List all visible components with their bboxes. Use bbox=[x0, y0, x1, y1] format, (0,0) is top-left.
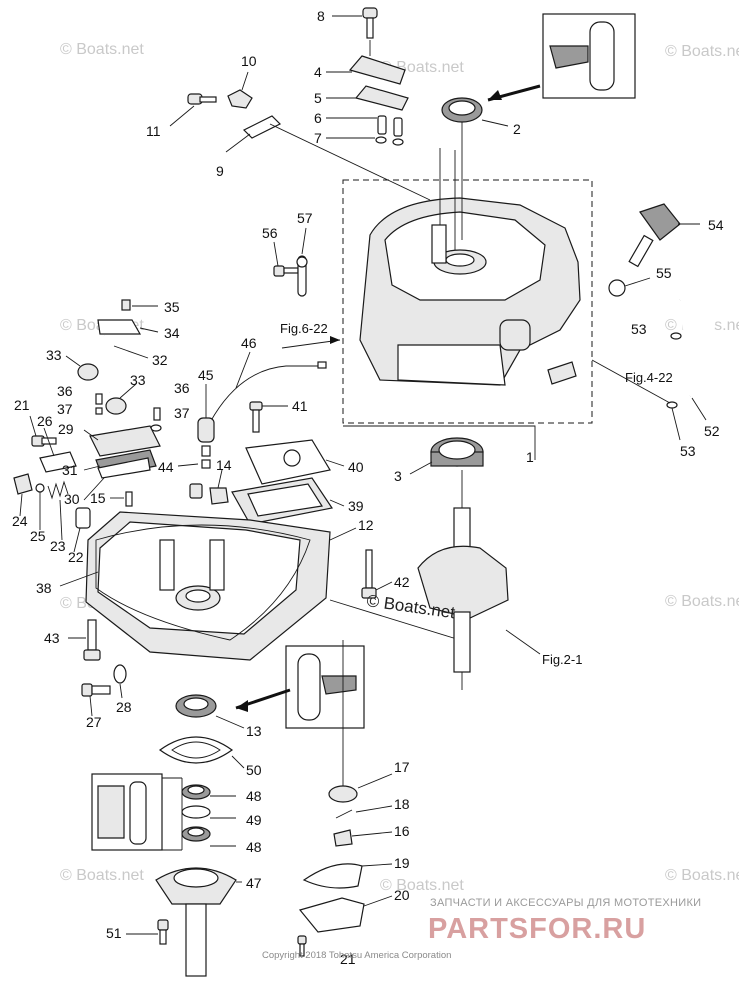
callout-44: 44 bbox=[158, 459, 174, 475]
watermark-text: © Boats.net bbox=[60, 41, 144, 58]
callout-48: 48 bbox=[246, 839, 262, 855]
callout-10: 10 bbox=[241, 53, 257, 69]
watermark-text: © Boats.net bbox=[380, 877, 464, 894]
breather-parts bbox=[65, 299, 162, 501]
crankcase-12 bbox=[59, 511, 461, 661]
callout-33: 33 bbox=[130, 372, 146, 388]
callout-39: 39 bbox=[348, 498, 364, 514]
watermark-text: © Boats.net bbox=[60, 867, 144, 884]
callout-26: 26 bbox=[37, 413, 53, 429]
lower-seal-stack bbox=[91, 736, 245, 977]
ref-fig-2-1: Fig.2-1 bbox=[542, 652, 582, 667]
callout-47: 47 bbox=[246, 875, 262, 891]
callout-numbers: 8 4 5 6 7 2 10 11 9 56 57 54 55 53 52 53… bbox=[12, 8, 724, 967]
callout-19: 19 bbox=[394, 855, 410, 871]
crankshaft bbox=[409, 437, 541, 690]
ref-fig-6-22: Fig.6-22 bbox=[280, 321, 328, 336]
callout-37: 37 bbox=[174, 405, 190, 421]
callout-13: 13 bbox=[246, 723, 262, 739]
watermark-text: © Boats.net bbox=[665, 593, 739, 610]
oil-seal-13 bbox=[175, 645, 365, 729]
callout-27: 27 bbox=[86, 714, 102, 730]
callout-52: 52 bbox=[704, 423, 720, 439]
callout-33: 33 bbox=[46, 347, 62, 363]
copyright-text: Copyright 2018 Tohatsu America Corporati… bbox=[262, 950, 451, 961]
callout-5: 5 bbox=[314, 90, 322, 106]
shop-tagline: ЗАПЧАСТИ И АКСЕССУАРЫ ДЛЯ МОТОТЕХНИКИ bbox=[430, 897, 701, 909]
callout-40: 40 bbox=[348, 459, 364, 475]
callout-53: 53 bbox=[631, 321, 647, 337]
callout-28: 28 bbox=[116, 699, 132, 715]
callout-56: 56 bbox=[262, 225, 278, 241]
callout-23: 23 bbox=[50, 538, 66, 554]
mount-bolts bbox=[68, 619, 127, 717]
ref-fig-4-22: Fig.4-22 bbox=[625, 370, 673, 385]
side-cover-plates bbox=[231, 401, 345, 525]
callout-48: 48 bbox=[246, 788, 262, 804]
shop-brand-logo: PARTSFOR.RU bbox=[428, 913, 646, 945]
callout-41: 41 bbox=[292, 398, 308, 414]
callout-32: 32 bbox=[152, 352, 168, 368]
callout-55: 55 bbox=[656, 265, 672, 281]
callout-36: 36 bbox=[57, 383, 73, 399]
fig-6-22-ref bbox=[205, 336, 341, 431]
callout-17: 17 bbox=[394, 759, 410, 775]
switch-parts bbox=[177, 384, 229, 505]
bolt-56-clip-57 bbox=[273, 227, 308, 297]
callout-53: 53 bbox=[680, 443, 696, 459]
callout-49: 49 bbox=[246, 812, 262, 828]
callout-1: 1 bbox=[526, 449, 534, 465]
callout-9: 9 bbox=[216, 163, 224, 179]
cleat-parts bbox=[169, 71, 282, 153]
callout-51: 51 bbox=[106, 925, 122, 941]
callout-38: 38 bbox=[36, 580, 52, 596]
callout-21: 21 bbox=[14, 397, 30, 413]
callout-7: 7 bbox=[314, 130, 322, 146]
callout-2: 2 bbox=[513, 121, 521, 137]
callout-34: 34 bbox=[164, 325, 180, 341]
callout-25: 25 bbox=[30, 528, 46, 544]
callout-42: 42 bbox=[394, 574, 410, 590]
callout-45: 45 bbox=[198, 367, 214, 383]
callout-11: 11 bbox=[146, 123, 161, 139]
callout-4: 4 bbox=[314, 64, 322, 80]
callout-29: 29 bbox=[58, 421, 74, 437]
callout-35: 35 bbox=[164, 299, 180, 315]
callout-50: 50 bbox=[246, 762, 262, 778]
cylinder-block-1 bbox=[269, 122, 593, 460]
callout-54: 54 bbox=[708, 217, 724, 233]
callout-22: 22 bbox=[68, 549, 84, 565]
callout-31: 31 bbox=[62, 462, 78, 478]
callout-6: 6 bbox=[314, 110, 322, 126]
figure-references: Fig.6-22 Fig.4-22 Fig.2-1 bbox=[280, 321, 673, 667]
callout-21: 21 bbox=[340, 951, 356, 967]
callout-30: 30 bbox=[64, 491, 80, 507]
callout-14: 14 bbox=[216, 457, 232, 473]
bolt-42 bbox=[361, 549, 393, 599]
oil-seal-2 bbox=[441, 13, 636, 127]
oil-filter-parts bbox=[297, 640, 393, 957]
callout-8: 8 bbox=[317, 8, 325, 24]
watermark-text: © Boats.net bbox=[665, 43, 739, 60]
callout-43: 43 bbox=[44, 630, 60, 646]
callout-20: 20 bbox=[394, 887, 410, 903]
callout-12: 12 bbox=[358, 517, 374, 533]
callout-36: 36 bbox=[174, 380, 190, 396]
callout-37: 37 bbox=[57, 401, 73, 417]
callout-15: 15 bbox=[90, 490, 106, 506]
callout-3: 3 bbox=[394, 468, 402, 484]
callout-24: 24 bbox=[12, 513, 28, 529]
callout-57: 57 bbox=[297, 210, 313, 226]
watermark-text: © Boats.net bbox=[665, 867, 739, 884]
callout-46: 46 bbox=[241, 335, 257, 351]
callout-16: 16 bbox=[394, 823, 410, 839]
dipstick-and-hose bbox=[591, 203, 717, 441]
plunger-parts bbox=[13, 415, 133, 553]
callout-18: 18 bbox=[394, 796, 410, 812]
upper-cover-parts bbox=[326, 7, 409, 146]
